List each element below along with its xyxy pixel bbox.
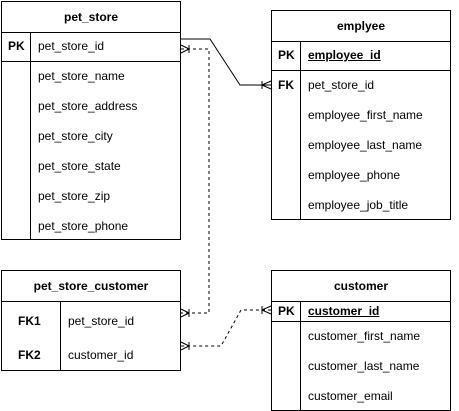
pk-label: PK xyxy=(278,304,295,318)
table-title: pet_store_customer xyxy=(2,271,180,302)
field-row: pet_store_name xyxy=(38,69,125,83)
pk-divider xyxy=(272,321,450,322)
key-column-divider xyxy=(300,301,301,410)
key-column-divider xyxy=(60,301,61,370)
field-row: customer_first_name xyxy=(308,329,421,343)
fk2-label: FK2 xyxy=(18,348,41,362)
field-row: customer_email xyxy=(308,389,393,403)
pk-field: employee_id xyxy=(308,48,381,62)
pk-label: PK xyxy=(8,39,25,53)
customer-pet-store-customer-relationship xyxy=(180,305,272,351)
field-row: pet_store_zip xyxy=(38,189,111,203)
field-row: employee_job_title xyxy=(308,198,409,212)
table-title: pet_store xyxy=(2,2,180,33)
employee-table[interactable]: emplyee PK employee_id FK pet_store_id e… xyxy=(271,10,451,220)
field-row: employee_first_name xyxy=(308,108,423,122)
fk2-field: customer_id xyxy=(68,348,134,362)
field-row: pet_store_phone xyxy=(38,219,129,233)
pk-field: pet_store_id xyxy=(38,39,105,53)
pk-divider xyxy=(2,61,180,62)
fk1-field: pet_store_id xyxy=(68,314,135,328)
pet-store-employee-relationship xyxy=(181,38,272,90)
pk-divider xyxy=(272,70,450,71)
field-row: employee_phone xyxy=(308,168,401,182)
customer-table[interactable]: customer PK customer_id customer_first_n… xyxy=(271,270,451,411)
key-column-divider xyxy=(300,41,301,219)
fk-field: pet_store_id xyxy=(308,78,375,92)
field-row: pet_store_state xyxy=(38,159,121,173)
pet-store-customer-table[interactable]: pet_store_customer FK1 pet_store_id FK2 … xyxy=(1,270,181,371)
field-row: customer_last_name xyxy=(308,359,420,373)
key-column-divider xyxy=(30,32,31,239)
pet-store-table[interactable]: pet_store PK pet_store_id pet_store_name… xyxy=(1,1,181,240)
fk1-label: FK1 xyxy=(18,314,41,328)
table-title: customer xyxy=(272,271,450,302)
pk-label: PK xyxy=(278,48,295,62)
fk-label: FK xyxy=(278,78,294,92)
pet-store-customer-store-relationship xyxy=(180,44,210,318)
pk-field: customer_id xyxy=(308,304,380,318)
field-row: pet_store_city xyxy=(38,129,113,143)
field-row: employee_last_name xyxy=(308,138,423,152)
field-row: pet_store_address xyxy=(38,99,138,113)
table-title: emplyee xyxy=(272,11,450,42)
